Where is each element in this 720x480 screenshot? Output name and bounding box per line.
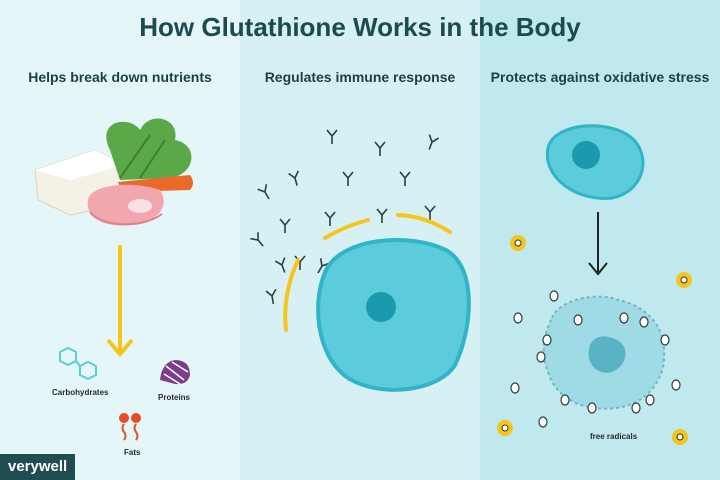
healthy-cell — [545, 124, 645, 200]
oxidation-arrow — [588, 212, 608, 276]
meat-icon — [87, 184, 164, 226]
panel-heading-immune: Regulates immune response — [264, 69, 456, 85]
carbohydrates-icon — [59, 346, 97, 381]
damaged-cell — [542, 295, 666, 410]
fats-icon — [119, 413, 141, 441]
panel-heading-nutrients: Helps break down nutrients — [28, 69, 212, 85]
label-fats: Fats — [124, 448, 141, 457]
panel-heading-oxidative: Protects against oxidative stress — [490, 69, 710, 85]
immune-arcs — [283, 213, 452, 332]
panel-immune — [240, 0, 480, 480]
label-carbohydrates: Carbohydrates — [52, 388, 109, 397]
label-proteins: Proteins — [158, 393, 191, 402]
brand-logo: verywell — [0, 454, 76, 480]
free-radicals — [510, 290, 681, 428]
food-illustration — [34, 118, 193, 226]
proteins-icon — [160, 360, 190, 385]
immune-cell — [316, 237, 471, 392]
diagram-title: How Glutathione Works in the Body — [139, 12, 581, 42]
panel-nutrients — [0, 0, 240, 480]
label-free-radicals: free radicals — [590, 432, 638, 441]
glutathione-molecules — [497, 235, 692, 445]
nutrient-arrow — [106, 245, 134, 358]
leafy-greens-icon — [106, 118, 192, 180]
